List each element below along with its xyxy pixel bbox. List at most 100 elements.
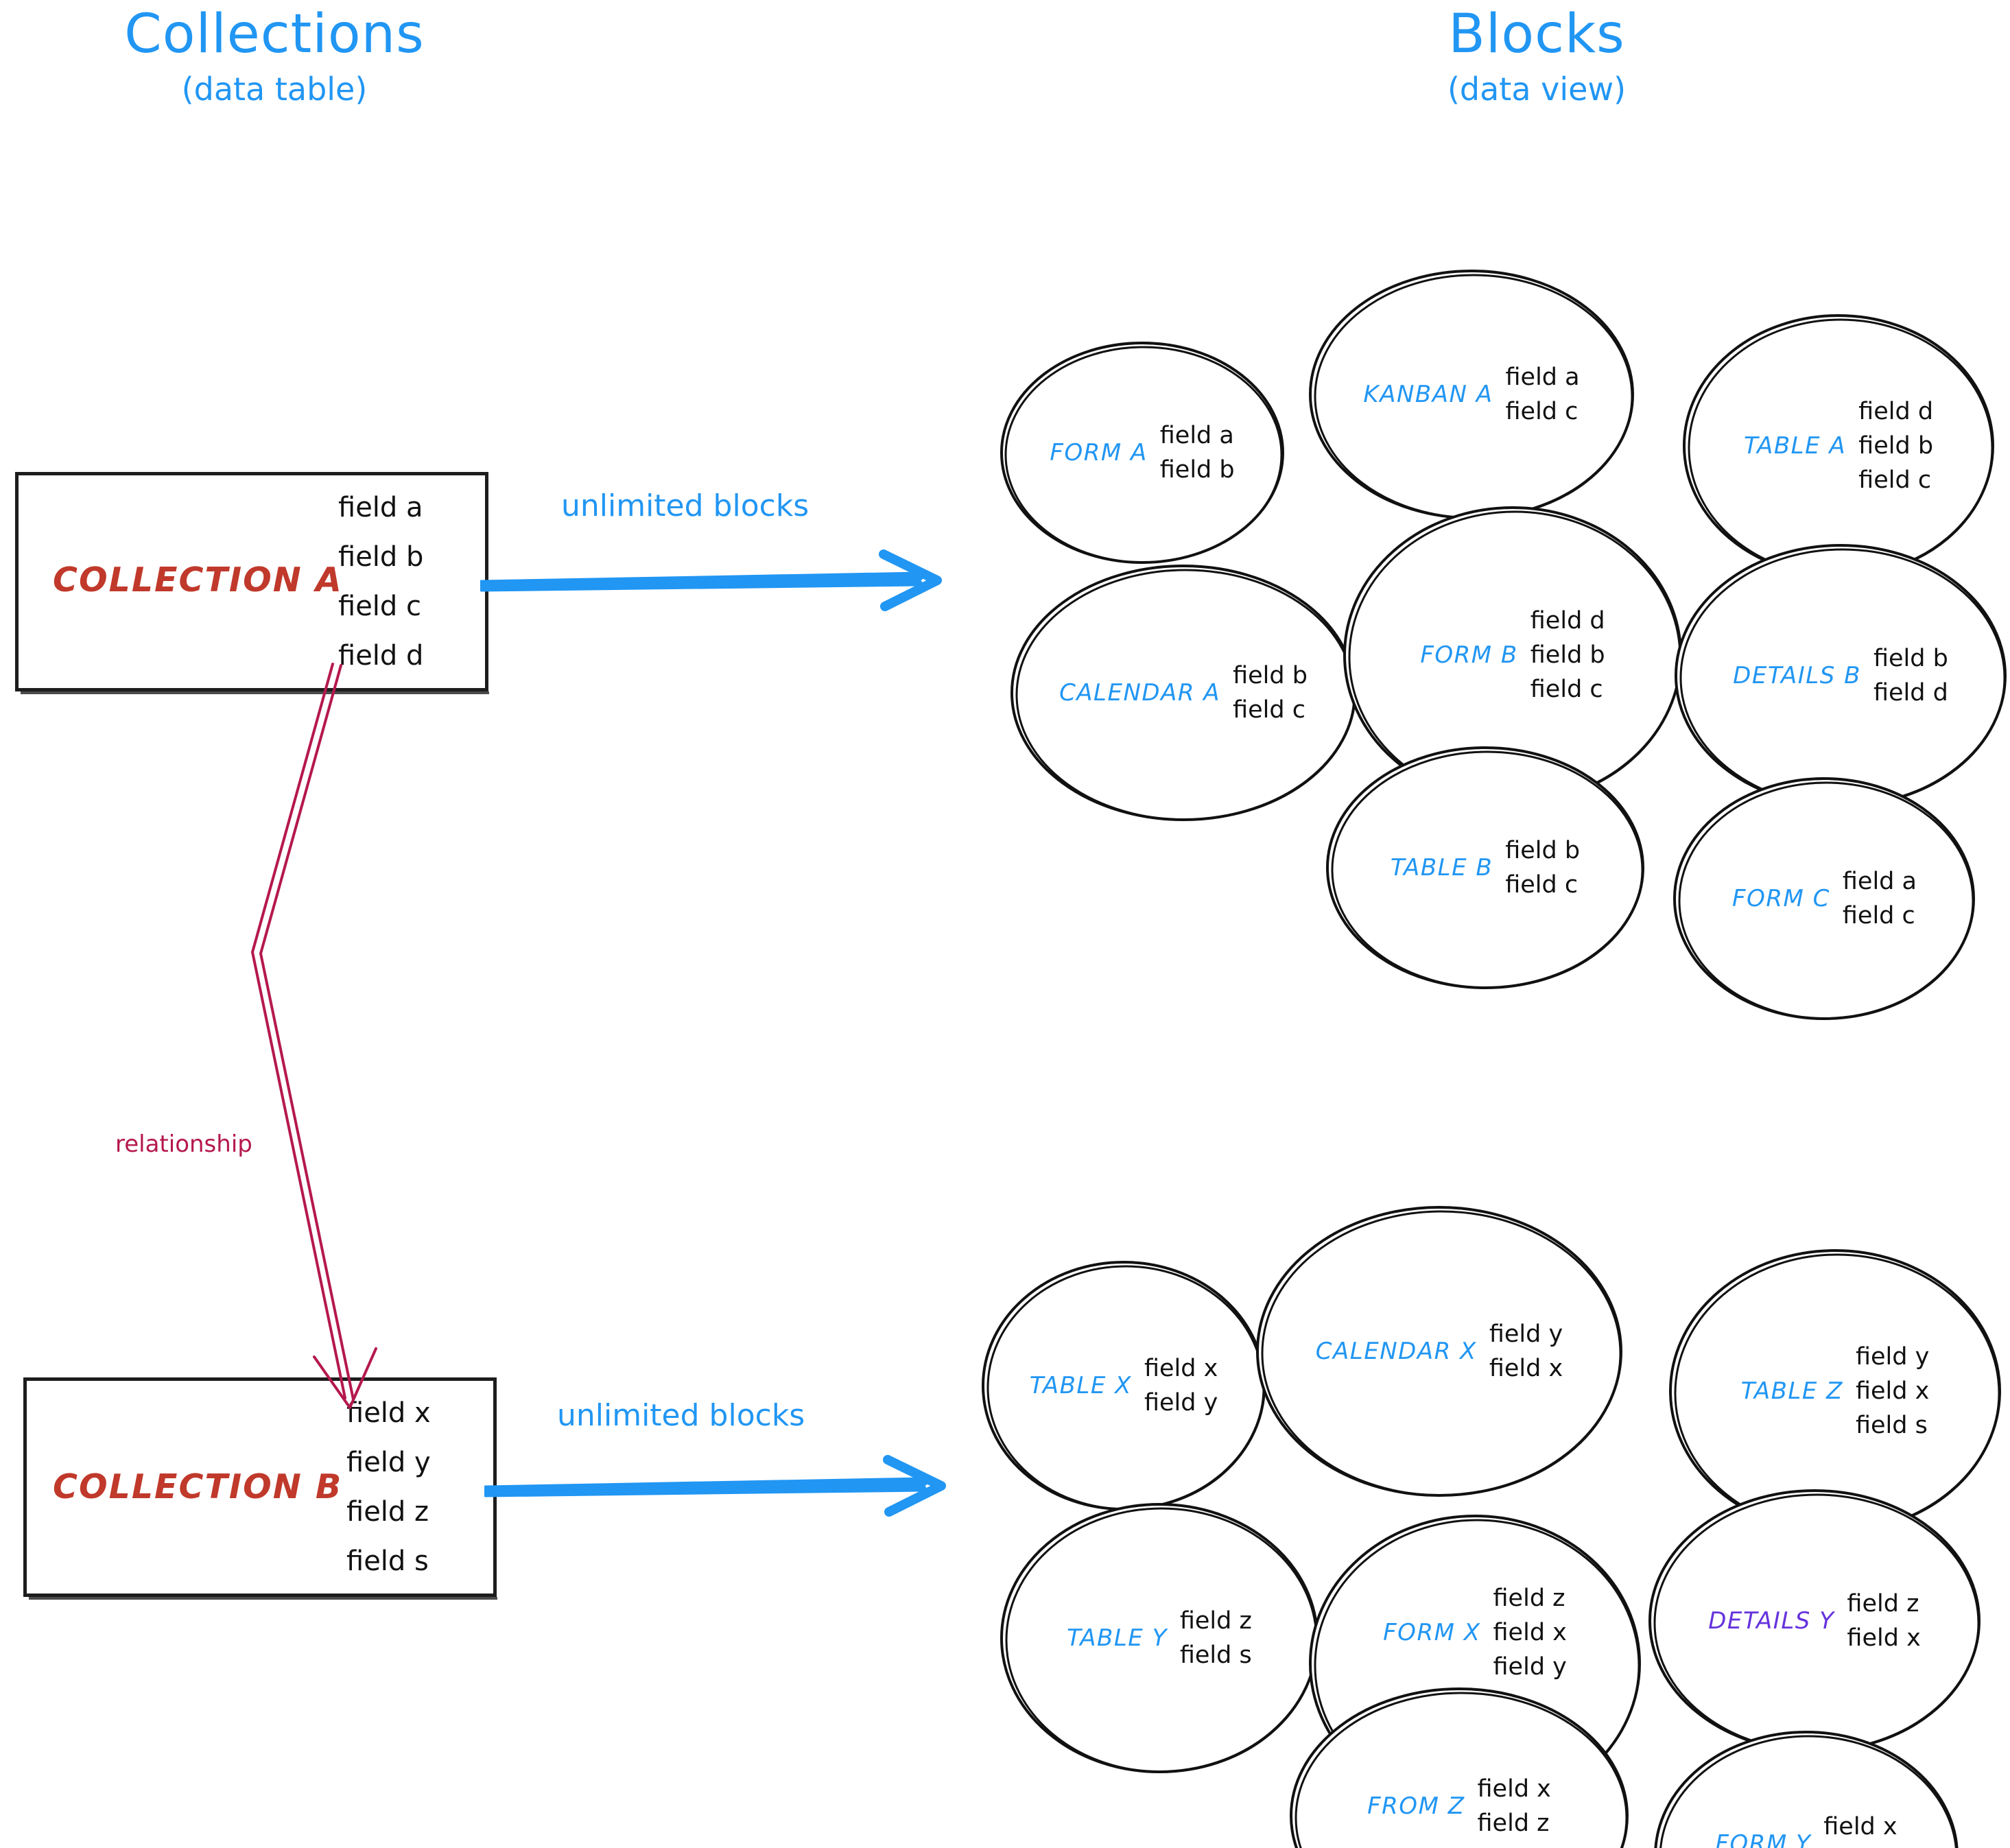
block-form-c-name: FORM C (1732, 885, 1830, 912)
field: field a (1505, 364, 1580, 391)
field: field d (1530, 607, 1605, 635)
field: field z (1179, 1607, 1252, 1635)
block-calendar-a-name: CALENDAR A (1059, 679, 1221, 707)
block-form-x-fields: field z field x field y (1493, 1585, 1567, 1681)
block-form-a-name: FORM A (1050, 439, 1148, 466)
block-form-y-name: FORM Y (1715, 1830, 1812, 1848)
block-form-b-name: FORM B (1420, 641, 1518, 669)
field: field d (1858, 398, 1934, 425)
unlimited-blocks-arrow-bottom (481, 1427, 951, 1523)
relationship-arrow (206, 659, 494, 1420)
unlimited-blocks-label-bottom: unlimited blocks (557, 1398, 805, 1433)
block-from-z-name: FROM Z (1367, 1792, 1465, 1820)
block-table-a[interactable]: TABLE A field d field b field c (1681, 312, 1996, 580)
block-table-z-name: TABLE Z (1740, 1377, 1843, 1405)
field: field x (1477, 1775, 1551, 1803)
block-calendar-x-name: CALENDAR X (1315, 1338, 1477, 1365)
block-details-y-fields: field z field x (1847, 1590, 1920, 1652)
block-kanban-a-fields: field a field c (1505, 364, 1579, 425)
field: field c (1530, 676, 1603, 703)
field: field z (1493, 1585, 1565, 1612)
collection-b-field-3: field s (346, 1545, 429, 1577)
field: field b (1858, 432, 1934, 460)
block-table-b-name: TABLE B (1390, 854, 1493, 881)
field: field b (1159, 456, 1235, 484)
blocks-subtitle: (data view) (1447, 70, 1627, 108)
block-form-y[interactable]: FORM Y field x field z (1652, 1729, 1961, 1848)
field: field c (1505, 398, 1579, 425)
field: field s (1855, 1412, 1928, 1439)
field: field c (1858, 466, 1932, 494)
collection-b-box[interactable]: COLLECTION B field x field y field z fie… (23, 1377, 497, 1600)
field: field y (1855, 1343, 1930, 1371)
block-table-b[interactable]: TABLE B field b field c (1324, 744, 1646, 991)
block-form-a[interactable]: FORM A field a field b (998, 340, 1286, 566)
field: field a (1842, 868, 1917, 895)
block-calendar-a-fields: field b field c (1233, 662, 1308, 724)
field: field b (1530, 641, 1605, 669)
field: field d (1873, 679, 1948, 707)
field: field b (1233, 662, 1308, 689)
block-from-z[interactable]: FROM Z field x field z (1288, 1685, 1631, 1848)
field: field y (1489, 1320, 1563, 1348)
block-form-a-fields: field a field b (1160, 422, 1235, 484)
unlimited-blocks-arrow-top (477, 521, 947, 617)
field: field b (1505, 837, 1581, 864)
relationship-label: relationship (115, 1130, 252, 1158)
blocks-title: Blocks (1448, 3, 1625, 65)
field: field x (1823, 1813, 1897, 1840)
collection-a-box[interactable]: COLLECTION A field a field b field c fie… (15, 472, 489, 694)
block-form-y-fields: field x field z (1823, 1813, 1897, 1848)
block-table-a-fields: field d field b field c (1858, 398, 1933, 494)
collection-a-field-2: field c (338, 591, 422, 622)
field: field z (1477, 1810, 1550, 1837)
block-table-z-fields: field y field x field s (1856, 1343, 1929, 1439)
collection-b-fields: field x field y field z field s (346, 1397, 484, 1577)
block-form-b-fields: field d field b field c (1530, 607, 1605, 703)
collection-a-field-0: field a (338, 492, 423, 523)
field: field c (1842, 902, 1915, 929)
collection-a-field-3: field d (338, 640, 424, 672)
block-table-a-name: TABLE A (1743, 432, 1847, 460)
block-calendar-x-fields: field y field x (1489, 1320, 1563, 1382)
field: field x (1855, 1377, 1930, 1405)
block-form-c-fields: field a field c (1843, 868, 1917, 929)
field: field c (1505, 871, 1579, 899)
block-form-c[interactable]: FORM C field a field c (1672, 775, 1977, 1022)
block-kanban-a[interactable]: KANBAN A field a field c (1307, 268, 1636, 521)
collection-b-field-1: field y (346, 1447, 431, 1478)
collection-b-field-0: field x (346, 1397, 431, 1429)
block-table-x-fields: field x field y (1144, 1355, 1218, 1417)
block-details-y[interactable]: DETAILS Y field z field x (1646, 1487, 1983, 1755)
collections-title: Collections (124, 3, 425, 65)
block-table-y-name: TABLE Y (1067, 1624, 1168, 1652)
block-kanban-a-name: KANBAN A (1363, 381, 1493, 408)
block-details-b-fields: field b field d (1873, 645, 1948, 707)
field: field a (1159, 422, 1234, 449)
field: field x (1847, 1624, 1921, 1652)
block-calendar-a[interactable]: CALENDAR A field b field c (1008, 562, 1358, 823)
block-details-y-name: DETAILS Y (1708, 1607, 1835, 1635)
field: field c (1233, 696, 1305, 724)
block-table-x[interactable]: TABLE X field x field y (980, 1259, 1268, 1513)
collection-b-field-2: field z (346, 1496, 429, 1528)
collection-b-name: COLLECTION B (53, 1467, 343, 1506)
field: field y (1144, 1389, 1218, 1417)
block-calendar-x[interactable]: CALENDAR X field y field x (1254, 1204, 1624, 1499)
block-table-x-name: TABLE X (1029, 1372, 1132, 1399)
field: field z (1847, 1590, 1919, 1618)
block-table-y[interactable]: TABLE Y field z field s (998, 1501, 1321, 1775)
block-from-z-fields: field x field z (1478, 1775, 1551, 1837)
block-details-b-name: DETAILS B (1733, 662, 1861, 689)
collection-a-fields: field a field b field c field d (338, 492, 475, 672)
blocks-heading: Blocks (data view) (1317, 3, 1756, 108)
block-table-z[interactable]: TABLE Z field y field x field s (1667, 1247, 2003, 1535)
collections-heading: Collections (data table) (62, 3, 487, 108)
field: field x (1144, 1355, 1218, 1382)
unlimited-blocks-label-top: unlimited blocks (561, 488, 809, 523)
field: field x (1493, 1619, 1567, 1646)
block-table-y-fields: field z field s (1180, 1607, 1252, 1669)
block-details-b[interactable]: DETAILS B field b field d (1672, 542, 2009, 809)
collections-subtitle: (data table) (181, 70, 368, 108)
